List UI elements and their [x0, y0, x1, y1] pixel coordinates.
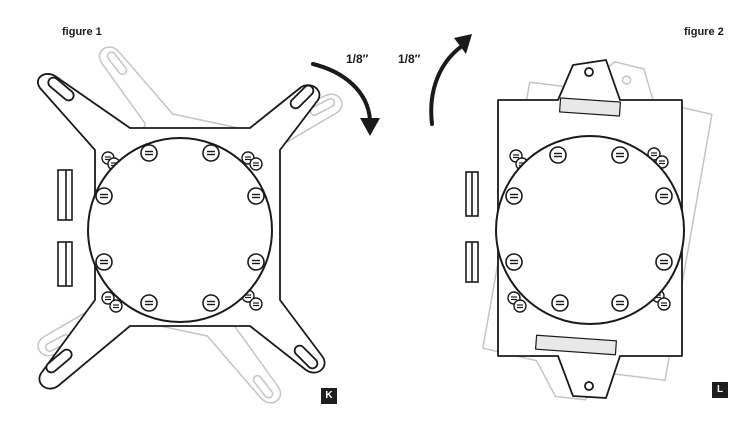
- figure2-label: figure 2: [684, 26, 724, 38]
- figure2-badge: L: [712, 382, 728, 398]
- figure2-rotation-arrow: [429, 34, 472, 126]
- figure1-illustration: [37, 46, 380, 404]
- figure2-illustration: [429, 34, 713, 401]
- figure2-side-tabs: [465, 171, 479, 283]
- figure1-side-tabs: [57, 169, 73, 287]
- figure2-rotation-label: 1/8″: [398, 52, 421, 66]
- figure2-pump-plate: [495, 135, 685, 325]
- figure1-rotation-label: 1/8″: [346, 52, 369, 66]
- figure1-badge: K: [321, 388, 337, 404]
- figure1-pump-plate: [87, 137, 273, 323]
- figure1-rotation-arrow: [311, 62, 380, 136]
- figure1-label: figure 1: [62, 26, 102, 38]
